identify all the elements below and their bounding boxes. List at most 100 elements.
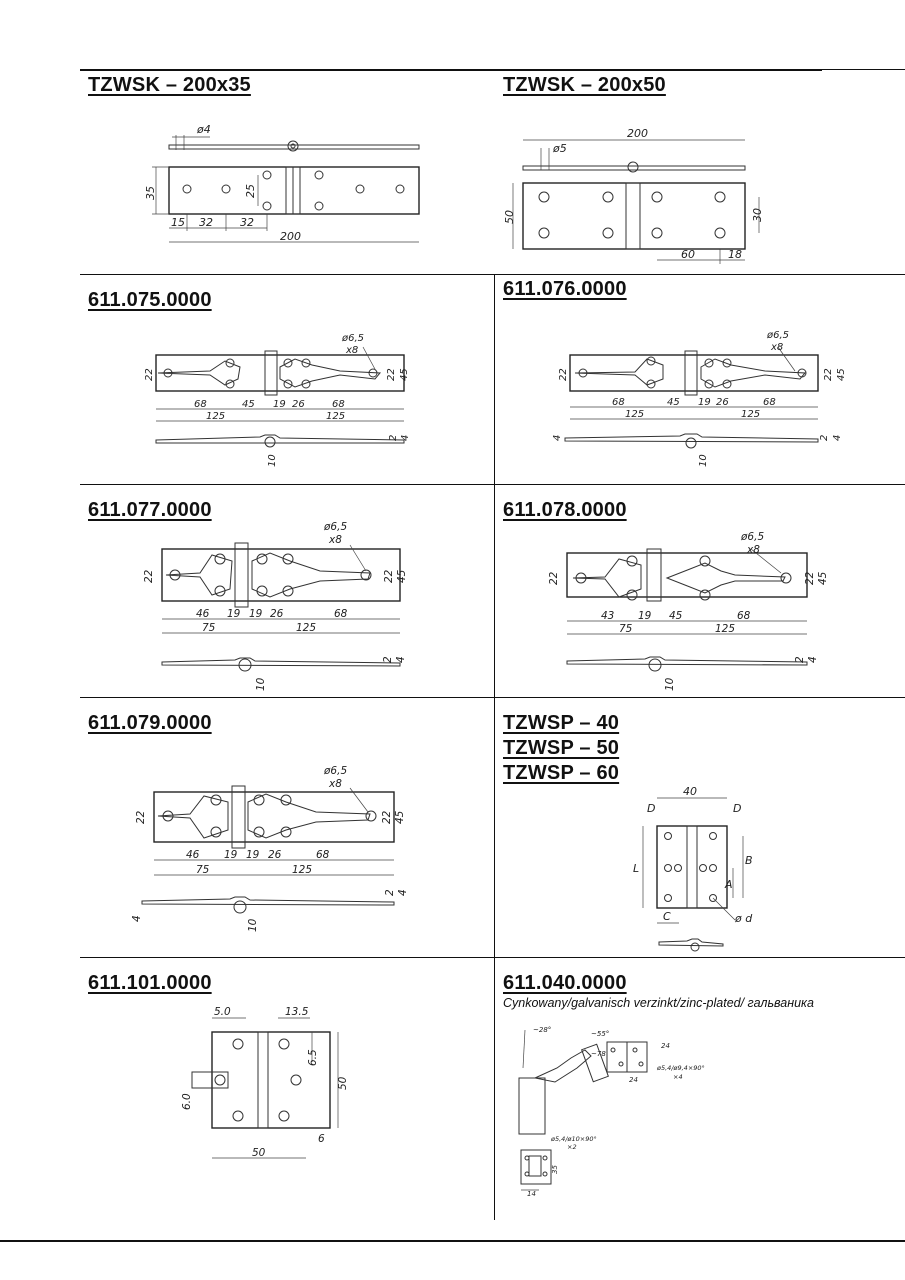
- tzwsk-200x50-drawing: 200 ø5 50 30 60 18: [503, 127, 764, 264]
- dim-hole: ø5: [552, 142, 567, 155]
- dim-length: 200: [627, 127, 648, 140]
- dim-e: 68: [737, 610, 751, 622]
- dim-holes2: ø5,4/ø10×90°: [550, 1135, 597, 1143]
- dim-w1-right: 22: [383, 569, 395, 583]
- dim-c: C: [663, 910, 671, 923]
- dim-t1: 2: [794, 656, 806, 663]
- dim-k: 10: [255, 677, 267, 691]
- dim-t3: 4: [131, 915, 143, 922]
- dim-t3: 4: [552, 435, 563, 441]
- dim-t2: 4: [832, 435, 843, 441]
- dim-w1-right: 22: [804, 571, 816, 585]
- dim-height: 50: [503, 210, 516, 224]
- dim-v: 6.0: [181, 1093, 193, 1110]
- dim-24a: 24: [661, 1042, 670, 1050]
- dim-d: 26: [292, 399, 305, 410]
- dim-a: 5.0: [214, 1006, 231, 1018]
- dim-height: 35: [144, 186, 157, 200]
- dim-ang1: ~28°: [533, 1026, 551, 1034]
- dim-t1: 2: [384, 889, 396, 896]
- dim-q1: ×4: [673, 1073, 683, 1081]
- dim-w1-right: 22: [386, 368, 397, 381]
- finish-note: Cynkowany/galvanisch verzinkt/zinc-plate…: [503, 996, 814, 1010]
- dim-b: 18: [728, 248, 742, 261]
- dim-d: 26: [716, 397, 729, 408]
- section-611-075: 611.075.0000 ø6,5 x8 22 22 45 68 45 19 2…: [80, 275, 494, 484]
- dim-w1-right: 22: [381, 810, 393, 824]
- dim-qty: x8: [328, 534, 342, 546]
- dim-w1: 22: [548, 571, 560, 585]
- 611-040-drawing: ~28° ~55° ~78 24 24 ø5,4/ø9,4×90° ×4 ø5,…: [518, 1026, 705, 1198]
- dim-w1-right: 22: [823, 368, 834, 381]
- dim-c: 6.5: [307, 1049, 319, 1066]
- dim-t1: 2: [388, 435, 399, 441]
- dim-l2: 125: [741, 409, 760, 420]
- dim-d: 26: [270, 608, 284, 620]
- dim-t2: 4: [397, 889, 409, 896]
- dim-a: 43: [601, 610, 614, 622]
- dim-24b: 24: [629, 1076, 638, 1084]
- dim-qty: x8: [345, 345, 358, 356]
- dim-d-right: D: [733, 802, 741, 815]
- section-tzwsk-200x50: TZWSK – 200x50 200 ø5 50 30 60 18: [495, 70, 905, 274]
- dim-l1: 75: [202, 622, 216, 634]
- section-title-3: TZWSP – 60: [503, 762, 620, 784]
- dim-q2: ×2: [567, 1143, 577, 1151]
- dim-hole: ø6,5: [323, 521, 347, 533]
- dim-a: 68: [194, 399, 207, 410]
- top-rule: [80, 69, 822, 71]
- dim-w2: 45: [836, 368, 847, 381]
- dim-hole: ø6,5: [740, 531, 764, 543]
- dim-hole: ø6,5: [323, 765, 347, 777]
- section-611-040: 611.040.0000 Cynkowany/galvanisch verzin…: [495, 958, 905, 1220]
- dim-l2: 125: [292, 864, 312, 876]
- section-title-1: TZWSP – 40: [503, 712, 620, 734]
- section-title: 611.079.0000: [88, 712, 212, 734]
- dim-s: 6: [318, 1133, 325, 1145]
- dim-l2: 125: [715, 623, 735, 635]
- dim-a: 68: [612, 397, 625, 408]
- grid-v: [494, 275, 495, 1220]
- grid-h1: [80, 274, 905, 275]
- dim-t2: 4: [807, 656, 819, 663]
- dim-qty: x8: [328, 778, 342, 790]
- dim-d: ø d: [734, 912, 753, 925]
- section-611-078: 611.078.0000 ø6,5 x8 22 22 45 43 19 45 6…: [495, 485, 905, 697]
- dim-a: 60: [681, 248, 695, 261]
- section-title-2: TZWSP – 50: [503, 737, 620, 759]
- 611-076-drawing: ø6,5 x8 22 22 45 68 45 19 26 68 125 125 …: [552, 330, 847, 467]
- dim-b: 45: [242, 399, 255, 410]
- section-title: 611.078.0000: [503, 499, 627, 521]
- dim-b: 13.5: [285, 1006, 309, 1018]
- tzwsk-200x35-drawing: ø4 35 25 15 32 32 200: [144, 123, 420, 243]
- section-611-077: 611.077.0000 ø6,5 x8 22 22 45 46 19 19 2…: [80, 485, 494, 697]
- dim-b: 19: [227, 608, 241, 620]
- dim-l1: 125: [206, 411, 225, 422]
- section-tzwsp: TZWSP – 40 TZWSP – 50 TZWSP – 60 40 D D …: [495, 698, 905, 957]
- dim-l2: 125: [296, 622, 316, 634]
- dim-k: 10: [267, 454, 278, 467]
- section-title: 611.040.0000: [503, 972, 627, 994]
- dim-w2: 45: [817, 571, 829, 585]
- section-title: 611.077.0000: [88, 499, 212, 521]
- dim-k: 10: [664, 677, 676, 691]
- dim-c: 19: [273, 399, 286, 410]
- dim-b: B: [745, 854, 753, 867]
- dim-w1: 22: [143, 569, 155, 583]
- dim-hole: ø4: [196, 123, 211, 136]
- dim-d: 26: [268, 849, 282, 861]
- dim-hole: ø6,5: [766, 330, 789, 341]
- dim-h14: 14: [527, 1190, 536, 1198]
- dim-e: 68: [763, 397, 776, 408]
- bottom-rule: [0, 1240, 905, 1242]
- grid-h3: [80, 697, 905, 698]
- section-title: TZWSK – 200x35: [88, 74, 251, 96]
- grid-h2: [80, 484, 905, 485]
- dim-a: 46: [186, 849, 200, 861]
- section-title: 611.075.0000: [88, 289, 212, 311]
- dim-k: 10: [698, 454, 709, 467]
- dim-k: 10: [247, 918, 259, 932]
- dim-p2: 32: [199, 216, 213, 229]
- 611-078-drawing: ø6,5 x8 22 22 45 43 19 45 68 75 125 2 4 …: [548, 531, 829, 691]
- grid-h4: [80, 957, 905, 958]
